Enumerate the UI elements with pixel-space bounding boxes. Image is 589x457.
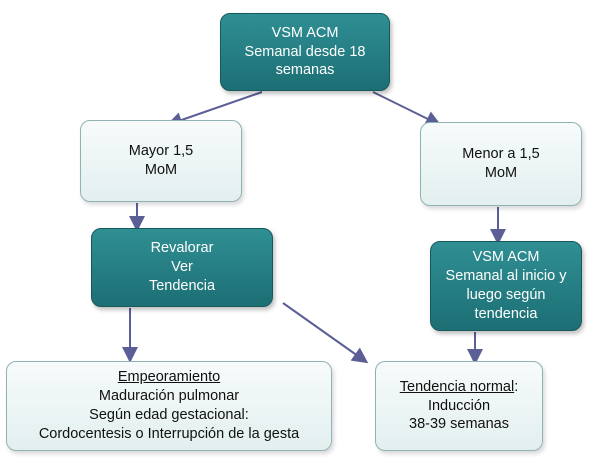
node-revalorar-line: Revalorar xyxy=(150,240,214,257)
node-empeoramiento-line: Maduración pulmonar xyxy=(98,388,240,405)
arrow-root-to-menor xyxy=(372,91,442,126)
node-vsm2-line: VSM ACM xyxy=(472,249,540,266)
node-revalorar-line: Tendencia xyxy=(148,277,216,294)
node-root-line: semanas xyxy=(275,62,335,79)
node-tendencia-heading-row: Tendencia normal: xyxy=(400,378,519,397)
node-empeoramiento-line: Según edad gestacional: xyxy=(89,407,249,423)
node-root-line: Semanal desde 18 xyxy=(244,43,366,60)
node-menor: Menor a 1,5 MoM xyxy=(420,122,582,206)
node-vsm2-line: tendencia xyxy=(474,305,538,322)
node-menor-line: MoM xyxy=(484,165,518,181)
node-menor-line: Menor a 1,5 xyxy=(462,146,540,163)
node-tendencia-heading-suffix: : xyxy=(514,378,519,395)
node-tendencia-line: Inducción xyxy=(427,397,491,414)
node-mayor-line: MoM xyxy=(144,162,178,178)
node-revalorar-line: Ver xyxy=(171,259,193,276)
node-empeoramiento: Empeoramiento Maduración pulmonar Según … xyxy=(6,361,332,451)
node-root-line: VSM ACM xyxy=(271,24,339,41)
node-vsm2-line: luego según xyxy=(466,287,546,303)
node-root: VSM ACM Semanal desde 18 semanas xyxy=(220,13,390,91)
node-mayor: Mayor 1,5 MoM xyxy=(80,120,242,202)
node-tendencia-heading: Tendencia normal xyxy=(399,378,515,395)
node-tendencia: Tendencia normal: Inducción 38-39 semana… xyxy=(375,361,543,451)
node-tendencia-line: 38-39 semanas xyxy=(409,416,509,433)
node-mayor-line: Mayor 1,5 xyxy=(128,143,194,160)
arrow-root-to-mayor xyxy=(166,91,263,128)
node-empeoramiento-heading: Empeoramiento xyxy=(117,369,221,386)
node-revalorar: Revalorar Ver Tendencia xyxy=(91,228,273,307)
node-empeoramiento-line: Cordocentesis o Interrupción de la gesta xyxy=(38,425,300,442)
node-vsm2-line: Semanal al inicio y xyxy=(445,268,567,285)
arrow-revalorar-to-tendencia xyxy=(282,302,369,364)
node-vsm2: VSM ACM Semanal al inicio y luego según … xyxy=(430,241,582,331)
